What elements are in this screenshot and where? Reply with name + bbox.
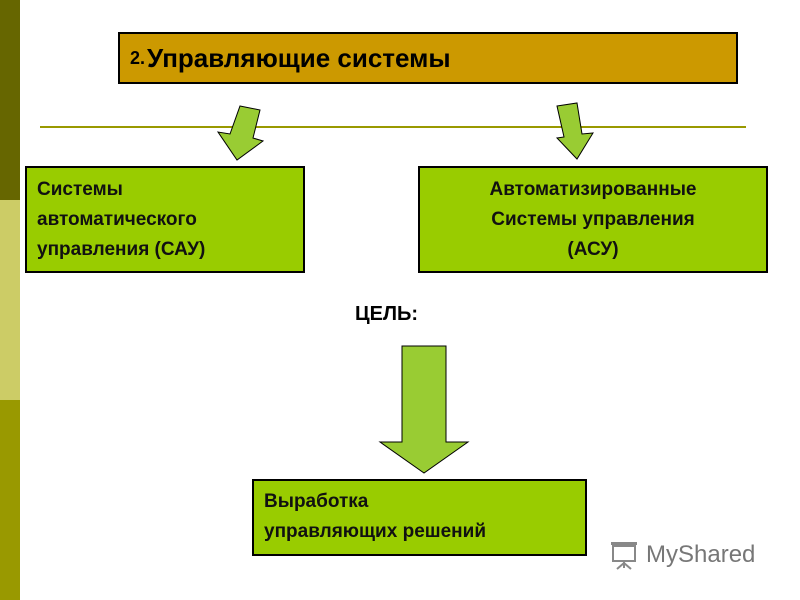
asu-box: Автоматизированные Системы управления (А…	[418, 166, 768, 273]
asu-line-1: Автоматизированные	[489, 179, 697, 200]
decor-stripe-middle	[0, 200, 20, 400]
decor-stripe-bottom	[0, 400, 20, 600]
sau-line-3: управления (САУ)	[37, 239, 206, 260]
arrow-to-goal	[378, 345, 470, 474]
slide-title: Управляющие системы	[147, 42, 451, 73]
asu-line-3: (АСУ)	[567, 239, 619, 260]
arrow-to-sau	[216, 105, 265, 161]
goal-box: Выработка управляющих решений	[252, 479, 587, 556]
decor-stripe-top	[0, 0, 20, 200]
title-number: 2.	[130, 47, 146, 68]
goal-line-2: управляющих решений	[264, 521, 486, 542]
watermark-text: MyShared	[646, 541, 756, 568]
sau-line-2: автоматического	[37, 209, 197, 230]
sau-box: Системы автоматического управления (САУ)	[25, 166, 305, 273]
goal-label: ЦЕЛЬ:	[355, 303, 419, 325]
watermark: MyShared	[608, 537, 768, 573]
sau-line-1: Системы	[37, 179, 123, 200]
projector-screen-icon	[611, 542, 637, 570]
arrow-to-asu	[555, 102, 594, 160]
title-box: 2. Управляющие системы	[118, 32, 738, 84]
goal-line-1: Выработка	[264, 491, 369, 512]
horizontal-rule	[40, 126, 746, 128]
asu-line-2: Системы управления	[491, 209, 695, 230]
